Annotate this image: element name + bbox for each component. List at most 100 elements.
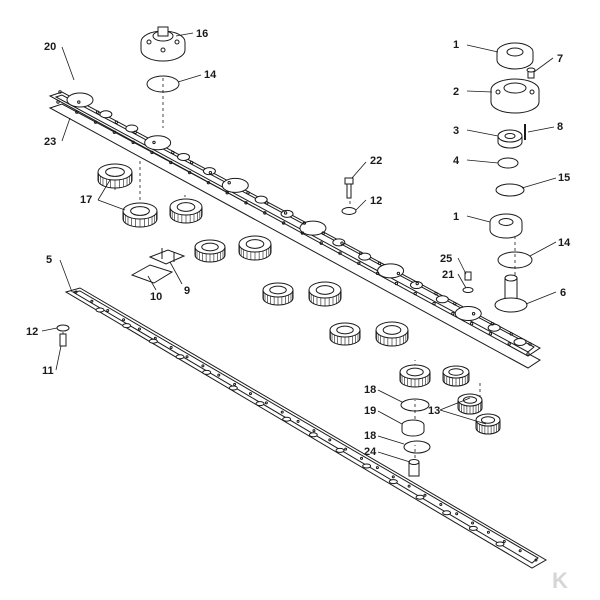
upper-housing-holes [56,90,532,356]
edge-bolt-hole [375,271,380,276]
edge-bolt-hole [359,251,363,255]
callout-24: 24 [364,446,377,458]
lower-edge-hole [360,456,364,460]
edge-bolt-hole [528,342,532,346]
housing-hole [358,252,372,261]
housing-bore [377,263,405,279]
lower-edge-hole [264,401,268,405]
edge-bolt-hole [171,150,175,155]
housing-hole [125,124,139,133]
callout-7: 7 [557,53,563,65]
gear-part [308,281,342,307]
edge-bolt-hole [283,211,288,215]
lower-housing-hole [388,479,398,485]
edge-bolt-hole [357,261,361,265]
housing-hole [99,110,113,119]
edge-bolt-hole [206,180,211,185]
drive-shaft-part [494,274,528,313]
sleeve-24-part [408,459,420,477]
callout-1: 1 [453,39,459,51]
spindle-cover-part [140,26,186,62]
edge-bolt-hole [469,322,474,326]
lower-edge-hole [344,447,348,451]
edge-bolt-hole [227,181,231,185]
callout-14: 14 [204,69,217,81]
edge-bolt-hole [321,231,325,235]
lower-edge-hole [502,540,506,544]
lower-housing-hole [468,525,478,531]
lower-edge-hole [122,318,126,322]
lower-housing-hole [442,510,452,516]
lower-edge-hole [534,558,538,562]
callout-4: 4 [453,155,460,167]
lower-edge-hole [455,512,459,516]
edge-bolt-hole [338,251,342,255]
lower-edge-hole [471,521,475,525]
edge-bolt-hole [526,352,530,356]
callout-18: 18 [364,384,376,396]
drive-stack [489,42,540,313]
edge-bolt-hole [453,301,457,306]
edge-bolt-hole [244,201,248,205]
edge-bolt-hole [413,291,417,296]
lower-edge-hole [217,373,221,377]
shim-part [495,183,525,197]
gear-part [375,321,409,347]
gear-part [122,202,158,228]
bearing-small-part [497,129,523,149]
edge-bolt-hole [58,90,62,94]
circlip-18-part [400,398,430,412]
housing-hole [280,209,294,218]
edge-bolt-hole [225,191,229,195]
callout-18b: 18 [364,430,376,442]
lower-housing-hole [202,369,212,375]
gear-part [399,364,431,388]
housing-bore [454,306,482,322]
edge-bolt-hole [281,221,286,225]
lower-housing-hole [362,463,372,469]
lower-edge-hole [407,484,411,488]
callout-19: 19 [364,405,376,417]
lower-edge-hole [391,475,395,479]
edge-bolt-hole [150,150,154,155]
housing-bore [299,220,327,236]
bolt-left-part [59,333,67,347]
lower-housing-part [64,287,547,569]
leader-lines [41,32,557,463]
housing-hole [435,295,449,304]
edge-bolt-hole [394,281,399,286]
housing-hole [487,323,501,332]
callout-21: 21 [442,269,454,281]
lower-edge-hole [233,382,237,386]
lower-edge-hole [375,466,379,470]
callout-10: 10 [150,291,162,303]
lower-housing-hole [175,354,185,360]
edge-bolt-hole [246,191,250,195]
gear-part [457,393,483,415]
edge-bolt-hole [434,291,438,296]
housing-hole [202,167,216,176]
callout-8: 8 [557,121,563,133]
watermark-logo: K [552,568,568,593]
edge-bolt-hole [131,140,135,145]
callout-15: 15 [558,172,570,184]
callout-1b: 1 [453,211,459,223]
callout-12: 12 [370,195,382,207]
callout-11: 11 [42,365,54,377]
housing-hole [254,195,268,204]
bracket-part [130,248,186,284]
washer-left-part [56,324,70,332]
lower-edge-hole [248,392,252,396]
lower-edge-hole [296,419,300,423]
edge-bolt-hole [488,332,493,336]
callout-5: 5 [46,254,52,266]
callout-labels: 20 23 5 16 14 17 10 9 22 12 1 2 3 4 1 7 … [26,28,571,458]
gear-part [97,163,133,189]
callout-17: 17 [80,194,92,206]
edge-bolt-hole [112,130,117,134]
bearing-housing-part [490,78,540,114]
housing-hole [177,152,191,161]
edge-bolt-hole [152,140,156,145]
bearing-lower-part [489,213,523,239]
